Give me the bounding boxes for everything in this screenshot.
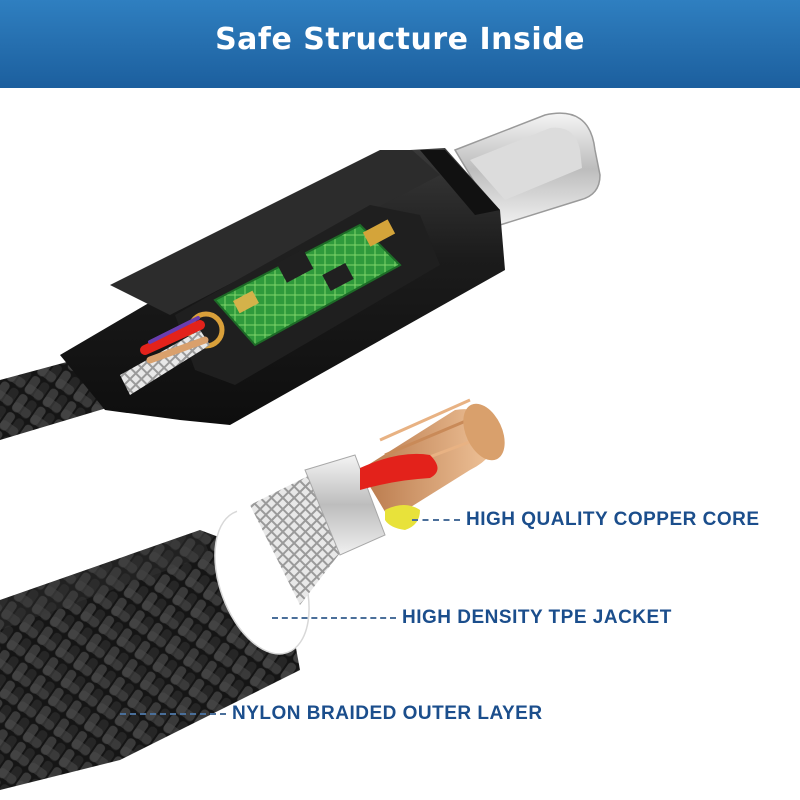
callout-label: NYLON BRAIDED OUTER LAYER: [232, 703, 543, 724]
cable-illustration: [0, 112, 601, 790]
usb-c-connector-icon: [453, 112, 601, 226]
copper-wire-icon: [360, 398, 505, 530]
shielding-mesh: [250, 454, 386, 605]
page-title: Safe Structure Inside: [215, 22, 585, 57]
callout-leader-line: [272, 617, 396, 619]
callout-label: HIGH QUALITY COPPER CORE: [466, 509, 760, 530]
callout-nylon-braid: NYLON BRAIDED OUTER LAYER: [120, 703, 543, 725]
connector-wires: [120, 316, 210, 395]
callout-label: HIGH DENSITY TPE JACKET: [402, 607, 672, 628]
callout-copper-core: HIGH QUALITY COPPER CORE: [412, 509, 760, 531]
callout-leader-line: [412, 519, 460, 521]
circuit-board-icon: [175, 205, 440, 385]
title-banner: Safe Structure Inside: [0, 0, 800, 88]
callout-tpe-jacket: HIGH DENSITY TPE JACKET: [272, 607, 672, 629]
callout-leader-line: [120, 713, 226, 715]
